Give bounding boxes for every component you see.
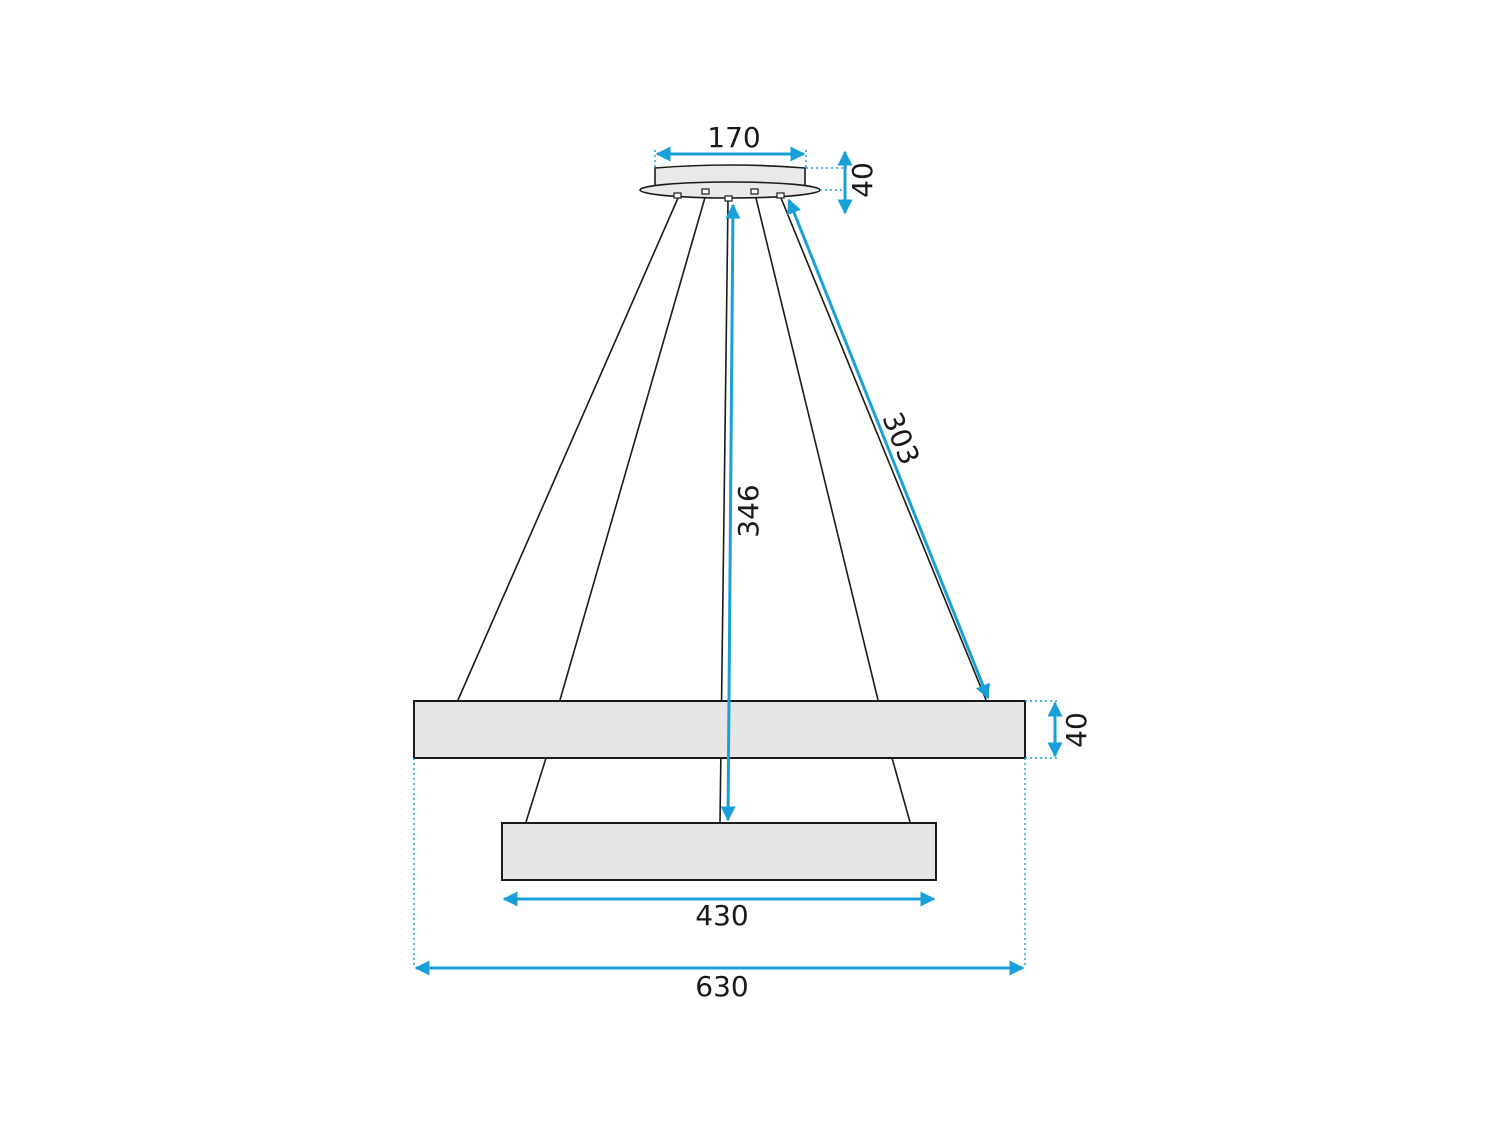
vertical-drop-label: 346 xyxy=(732,484,765,537)
ceiling-canopy xyxy=(639,164,821,202)
inner-ring-width-label: 430 xyxy=(695,899,748,932)
wire-anchors xyxy=(673,188,785,202)
dimension-arrows xyxy=(414,146,1063,976)
wire-outer-left xyxy=(457,197,679,701)
wire-inner-left xyxy=(559,193,707,701)
diagonal-wire-arrow xyxy=(787,198,990,700)
inner-ring xyxy=(501,822,937,881)
canopy-width-label: 170 xyxy=(707,121,760,154)
outer-ring xyxy=(413,700,1026,759)
outer-ring-width-label: 630 xyxy=(695,970,748,1003)
ring-height-label: 40 xyxy=(1060,712,1093,748)
vertical-drop-arrow xyxy=(720,203,741,822)
diagonal-wire-label: 303 xyxy=(875,407,926,469)
wire-inner-right-lower xyxy=(891,757,911,823)
wire-inner-left-lower xyxy=(525,757,547,823)
wire-outer-right xyxy=(780,197,987,701)
canopy-height-label: 40 xyxy=(846,162,879,198)
